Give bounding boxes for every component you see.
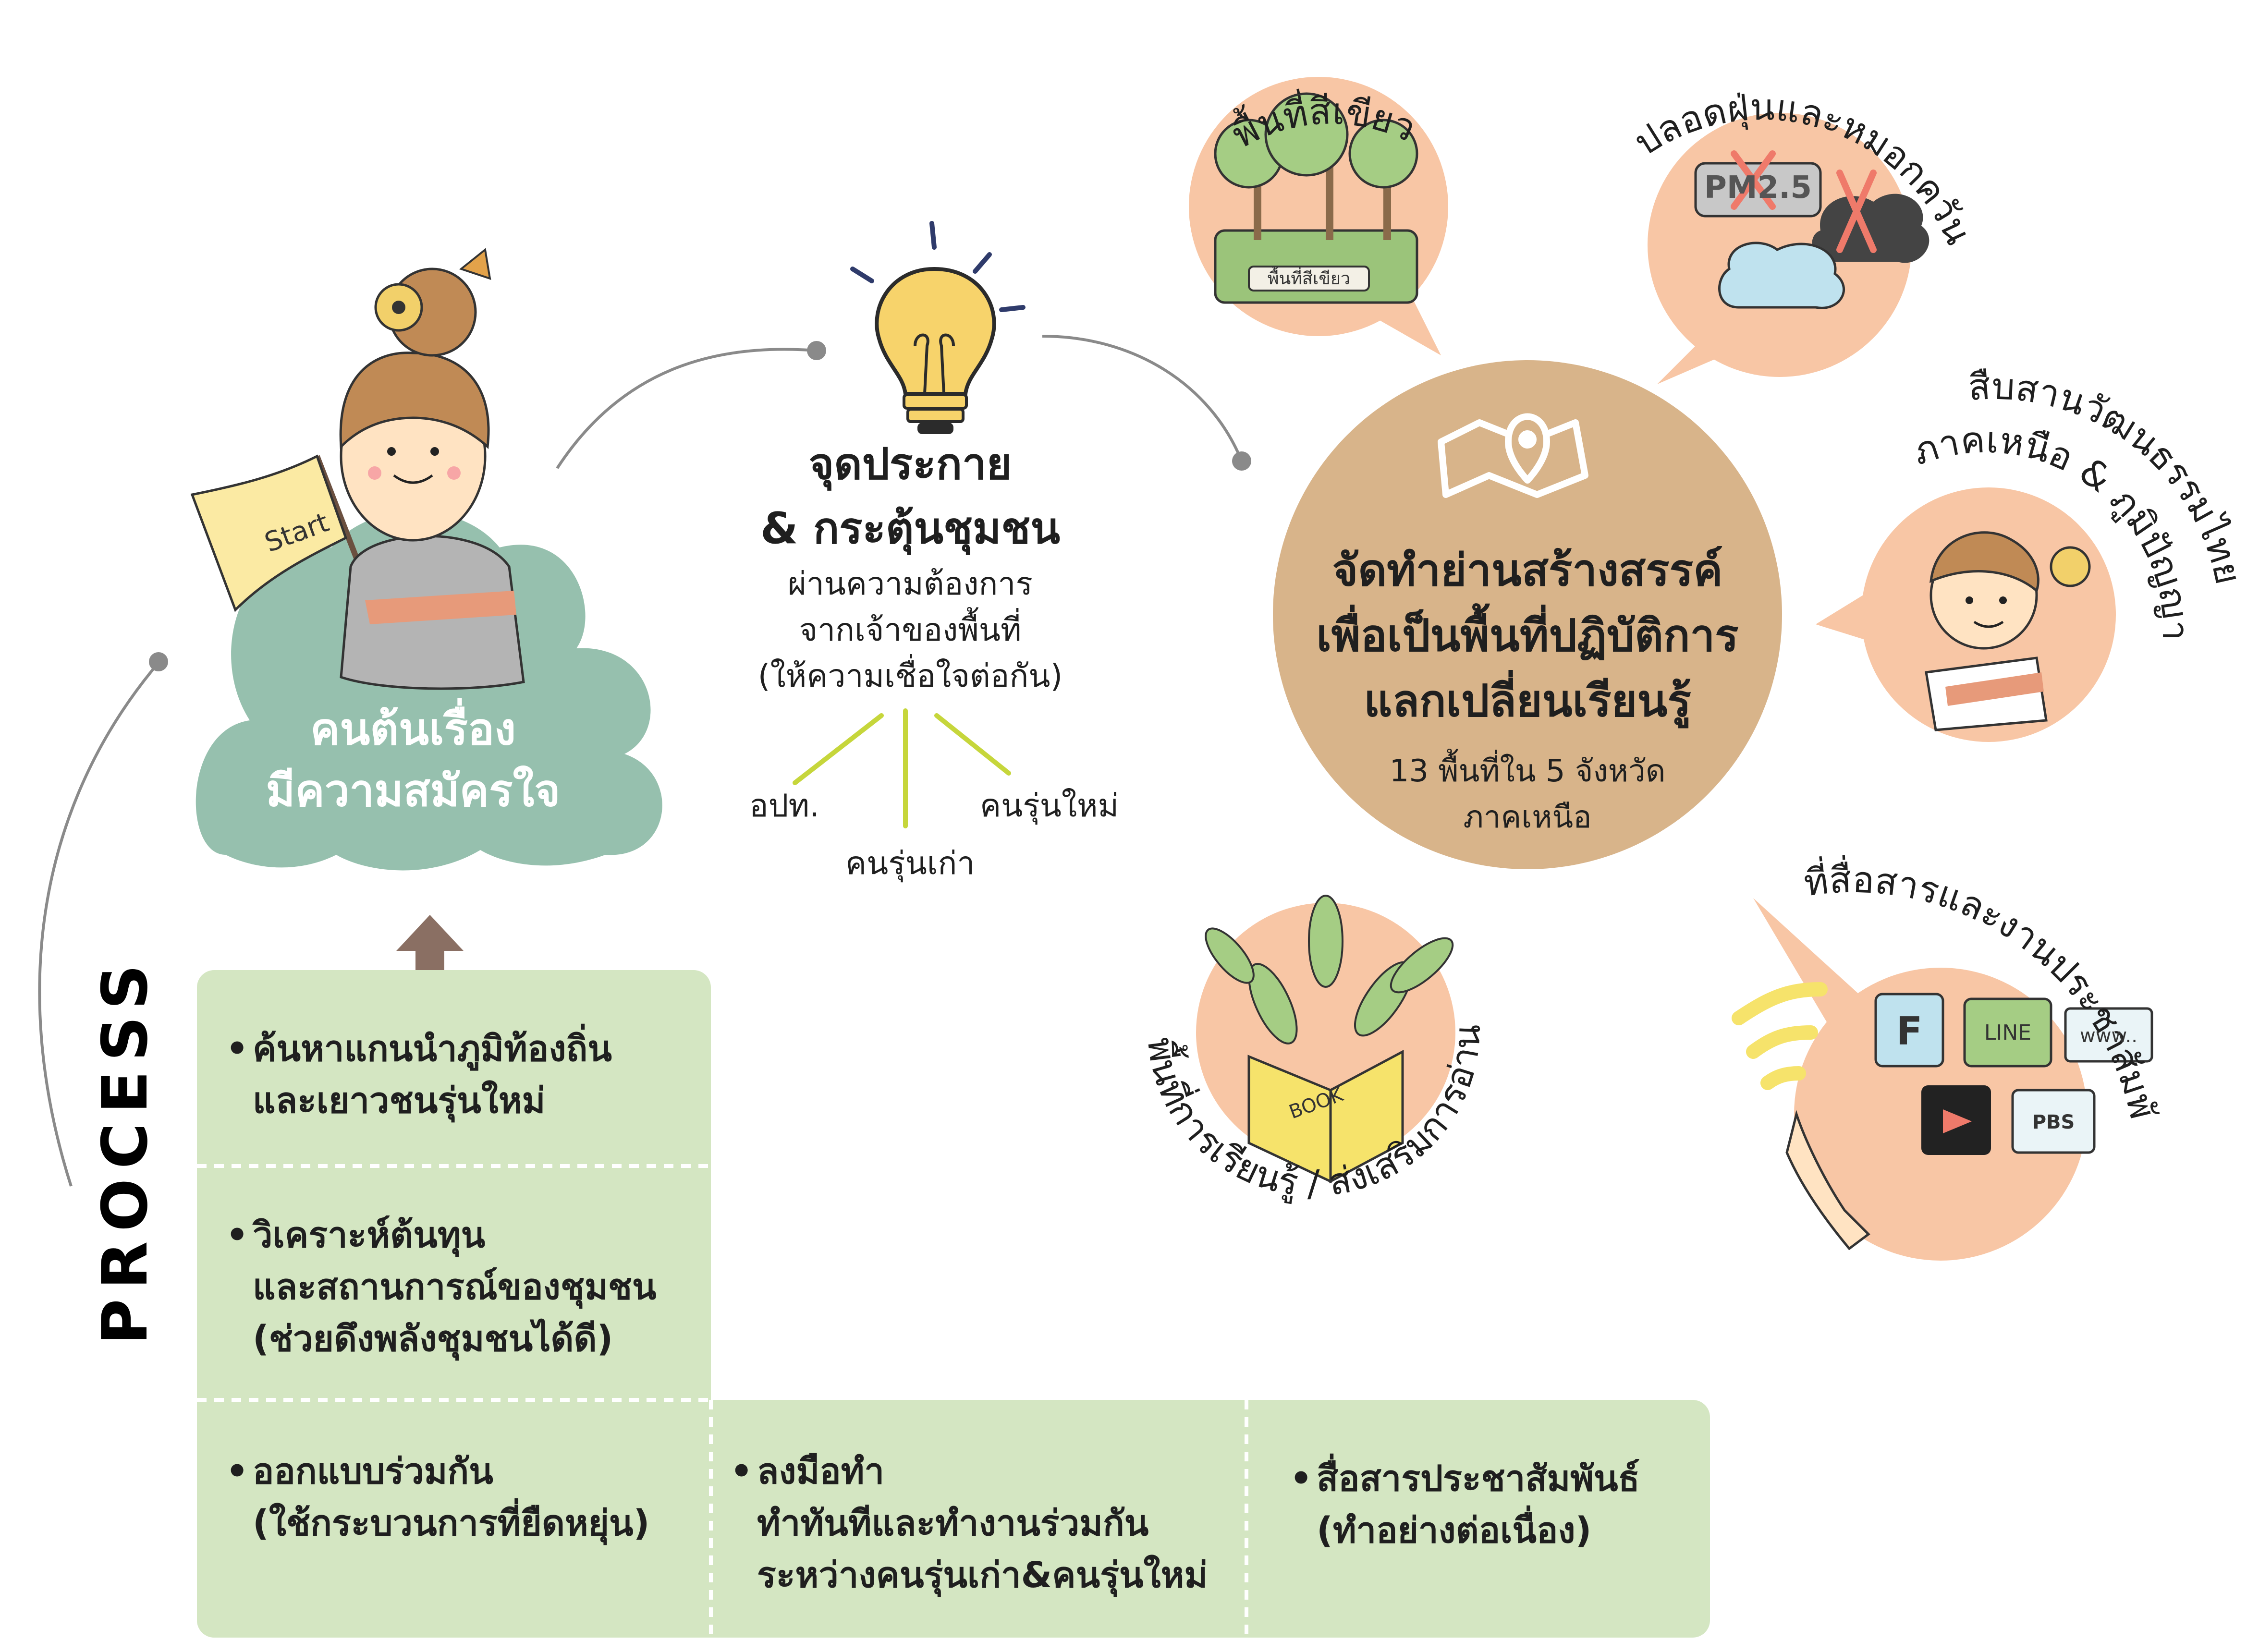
process-step-5: สื่อสารประชาสัมพันธ์ (ทำอย่างต่อเนื่อง) <box>1246 1400 1710 1638</box>
branch-younger-generation: คนรุ่นใหม่ <box>980 787 1119 824</box>
pbs-tv-icon: PBS <box>2032 1111 2075 1133</box>
hub-title-line2: เพื่อเป็นพื้นที่ปฏิบัติการ <box>1316 610 1739 661</box>
culture-illustration <box>1925 531 2091 731</box>
pm25-sign: PM2.5 <box>1704 170 1812 206</box>
hub-block: จัดทำย่านสร้างสรรค์ เพื่อเป็นพื้นที่ปฏิบ… <box>1287 538 1768 840</box>
spark-block: จุดประกาย & กระตุ้นชุมชน ผ่านความต้องการ… <box>716 432 1105 699</box>
process-step-3: ออกแบบร่วมกัน (ใช้กระบวนการที่ยืดหยุ่น) <box>197 1400 711 1638</box>
media-illustration <box>1732 982 2153 1251</box>
green-space-illustration <box>1214 92 1418 304</box>
hub-title-line3: แลกเปลี่ยนเรียนรู้ <box>1364 675 1691 727</box>
hub-sub-line1: 13 พื้นที่ใน 5 จังหวัด <box>1389 753 1666 789</box>
learning-illustration <box>1205 895 1454 1184</box>
facebook-icon: F <box>1896 1009 1923 1054</box>
start-cloud <box>195 511 662 871</box>
hub-title-line1: จัดทำย่านสร้างสรรค์ <box>1332 545 1723 596</box>
website-icon: www.. <box>2080 1025 2137 1047</box>
spark-title-line2: & กระตุ้นชุมชน <box>760 503 1060 554</box>
line-app-icon: LINE <box>1984 1020 2031 1045</box>
connector-arcs <box>38 335 1243 1187</box>
clean-air-illustration <box>1694 150 1929 309</box>
connector-start-to-spark <box>556 348 817 469</box>
up-arrow-icon <box>396 915 464 992</box>
map-pin-icon <box>1438 413 1588 498</box>
process-step-2: วิเคราะห์ต้นทุน และสถานการณ์ของชุมชน (ช่… <box>197 1166 711 1400</box>
connector-dots <box>149 341 1251 671</box>
green-space-sign: พื้นที่สีเขียว <box>1268 266 1350 289</box>
branch-local-admin: อปท. <box>749 787 820 824</box>
start-cloud-title: คนต้นเรื่อง มีความสมัครใจ <box>266 704 561 816</box>
connector-process-to-start <box>38 662 160 1187</box>
spark-title-line1: จุดประกาย <box>808 439 1012 489</box>
spark-sub-line1: ผ่านความต้องการ <box>788 565 1033 602</box>
start-character-illustration <box>190 248 525 690</box>
process-step-4: ลงมือทำ ทำทันทีและทำงานร่วมกัน ระหว่างคน… <box>711 1400 1246 1638</box>
connector-spark-to-hub <box>1042 335 1243 462</box>
process-vertical-label: PROCESS <box>88 955 161 1345</box>
process-step-1: ค้นหาแกนนำภูมิท้องถิ่น และเยาวชนรุ่นใหม่ <box>197 970 711 1166</box>
lightbulb-icon <box>850 221 1026 434</box>
hub-sub-line2: ภาคเหนือ <box>1463 800 1592 835</box>
spark-sub-line2: จากเจ้าของพื้นที่ <box>799 611 1022 648</box>
branch-older-generation: คนรุ่นเก่า <box>845 845 975 882</box>
spark-sub-line3: (ให้ความเชื่อใจต่อกัน) <box>757 657 1063 694</box>
spark-branches <box>793 708 1011 828</box>
hub-circle <box>1273 360 1782 869</box>
